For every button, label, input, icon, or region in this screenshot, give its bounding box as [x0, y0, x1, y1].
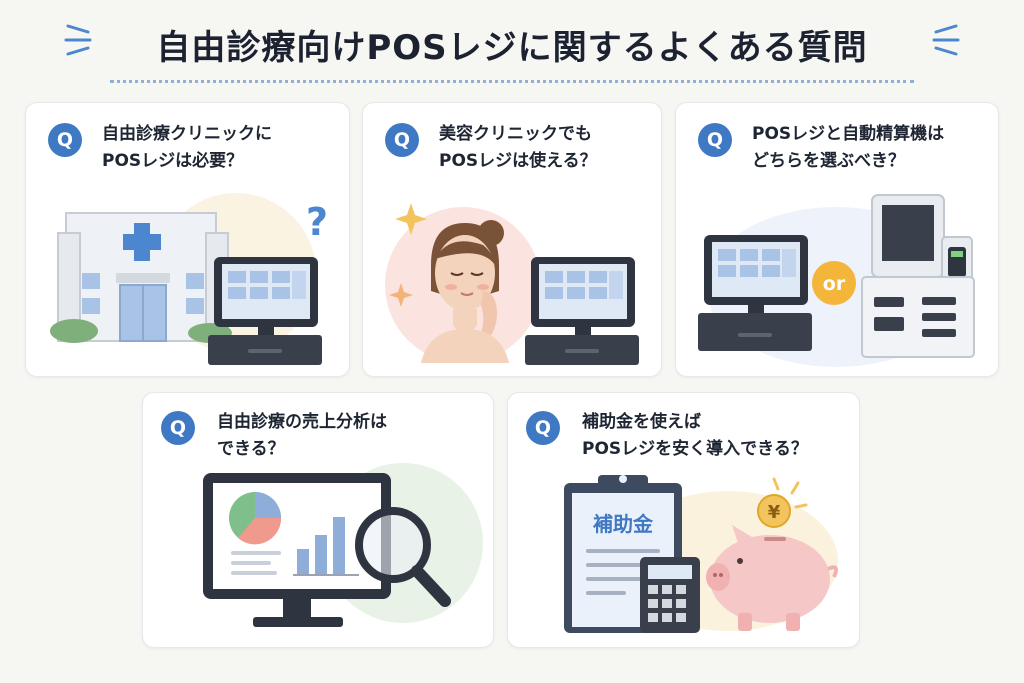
question-text: 自由診療の売上分析は できる？ — [217, 409, 387, 463]
q-badge: Q — [385, 123, 419, 157]
woman-face-icon — [421, 220, 509, 363]
q-badge: Q — [526, 411, 560, 445]
or-label: or — [823, 273, 846, 295]
title-sparkle-right-icon — [932, 24, 960, 56]
question-line-2: POSレジは必要？ — [102, 151, 244, 171]
magnifier-icon — [355, 507, 451, 607]
pos-register-icon — [525, 257, 639, 365]
yen-coin-icon: ¥ — [757, 477, 808, 528]
piggy-bank-icon — [706, 525, 838, 631]
monitor-chart-icon — [203, 473, 391, 627]
clinic-illustration: ? — [50, 193, 328, 365]
question-mark-icon: ? — [306, 200, 328, 244]
faq-card-sales-analysis[interactable]: Q 自由診療の売上分析は できる？ — [142, 392, 494, 648]
faq-card-pos-vs-kiosk[interactable]: Q POSレジと自動精算機は どちらを選ぶべき？ or — [675, 102, 999, 377]
pos-register-icon — [698, 235, 812, 351]
title-sparkle-left-icon — [64, 24, 92, 56]
subsidy-illustration: 補助金 ¥ — [564, 475, 838, 633]
beauty-illustration — [385, 203, 639, 365]
question-text: 補助金を使えば POSレジを安く導入できる？ — [582, 409, 808, 463]
question-line-1: 美容クリニックでも — [439, 124, 592, 144]
faq-card-subsidy[interactable]: Q 補助金を使えば POSレジを安く導入できる？ 補助金 — [507, 392, 860, 648]
question-line-2: POSレジは使える？ — [439, 151, 597, 171]
page-title: 自由診療向けPOSレジに関するよくある質問 — [156, 27, 868, 68]
question-line-1: POSレジと自動精算機は — [752, 124, 945, 144]
title-row: 自由診療向けPOSレジに関するよくある質問 — [0, 14, 1024, 74]
coin-label: ¥ — [768, 502, 781, 523]
clipboard-label: 補助金 — [592, 512, 654, 536]
faq-card-beauty-clinic[interactable]: Q 美容クリニックでも POSレジは使える？ — [362, 102, 662, 377]
calculator-icon — [640, 557, 700, 633]
pos-register-icon — [208, 257, 322, 365]
kiosk-machine-icon — [861, 194, 975, 358]
question-text: 美容クリニックでも POSレジは使える？ — [439, 121, 597, 175]
question-line-2: どちらを選ぶべき？ — [752, 151, 905, 171]
pos-vs-kiosk-illustration: or — [698, 194, 975, 367]
q-badge: Q — [48, 123, 82, 157]
question-text: POSレジと自動精算機は どちらを選ぶべき？ — [752, 121, 944, 175]
q-badge: Q — [161, 411, 195, 445]
sales-analysis-illustration — [203, 463, 483, 627]
or-badge — [812, 261, 856, 305]
question-line-1: 補助金を使えば — [582, 412, 701, 432]
question-line-2: POSレジを安く導入できる？ — [582, 439, 808, 459]
question-text: 自由診療クリニックに POSレジは必要？ — [102, 121, 272, 175]
question-line-1: 自由診療の売上分析は — [217, 412, 387, 432]
sparkle-icon — [389, 203, 427, 307]
clinic-building-icon — [50, 212, 232, 343]
q-badge: Q — [698, 123, 732, 157]
faq-card-pos-necessity[interactable]: Q 自由診療クリニックに POSレジは必要？ ? — [25, 102, 350, 377]
title-divider — [110, 80, 914, 83]
question-line-1: 自由診療クリニックに — [102, 124, 272, 144]
question-line-2: できる？ — [217, 439, 285, 459]
